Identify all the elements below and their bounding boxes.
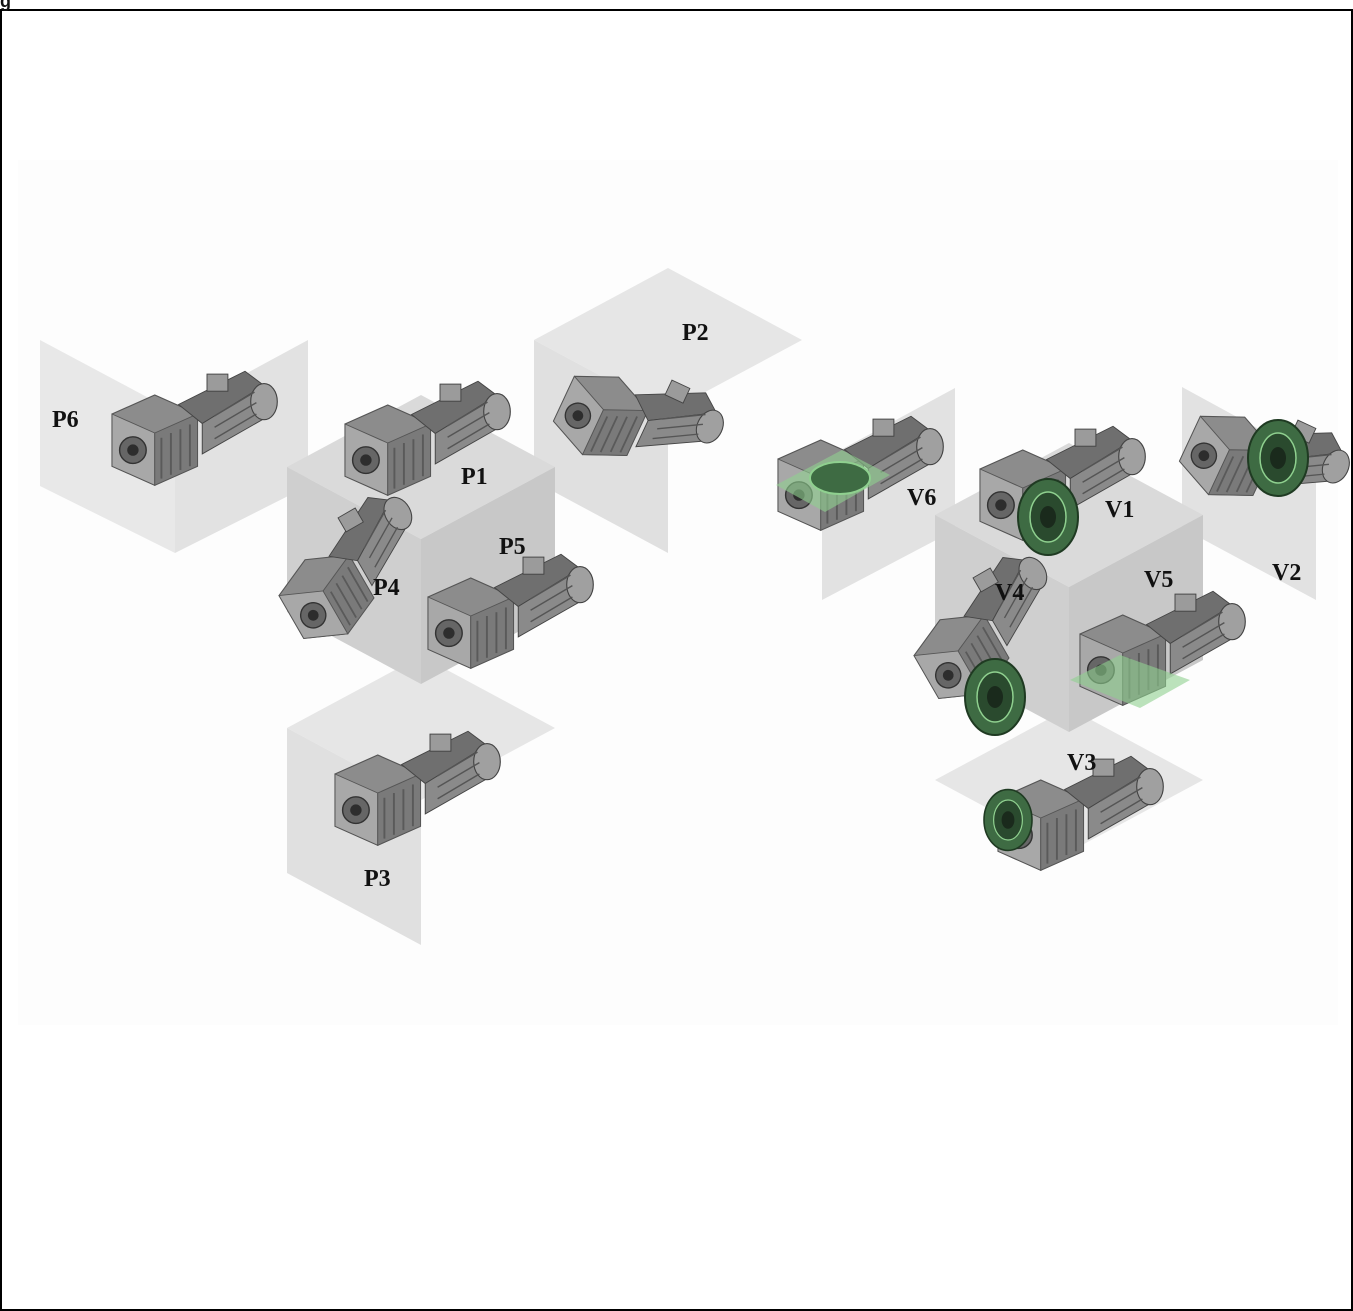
label-v2: V2: [1272, 560, 1301, 586]
flange-icon-v1: [1018, 479, 1078, 555]
label-v1: V1: [1105, 497, 1134, 523]
label-p1: P1: [461, 464, 488, 490]
flange-icon-v3: [984, 790, 1032, 851]
label-v6: V6: [907, 485, 936, 511]
label-v3: V3: [1067, 750, 1096, 776]
label-p6: P6: [52, 407, 79, 433]
flange-icon-v4: [965, 659, 1025, 735]
flange-icon-v2: [1248, 420, 1308, 496]
label-v5: V5: [1144, 567, 1173, 593]
label-p3: P3: [364, 866, 391, 892]
label-p2: P2: [682, 320, 709, 346]
label-p5: P5: [499, 534, 526, 560]
label-p4: P4: [373, 575, 400, 601]
flange-icon-v6: [810, 462, 870, 494]
label-v4: V4: [995, 580, 1024, 606]
caption-fragment: g: [0, 0, 11, 11]
